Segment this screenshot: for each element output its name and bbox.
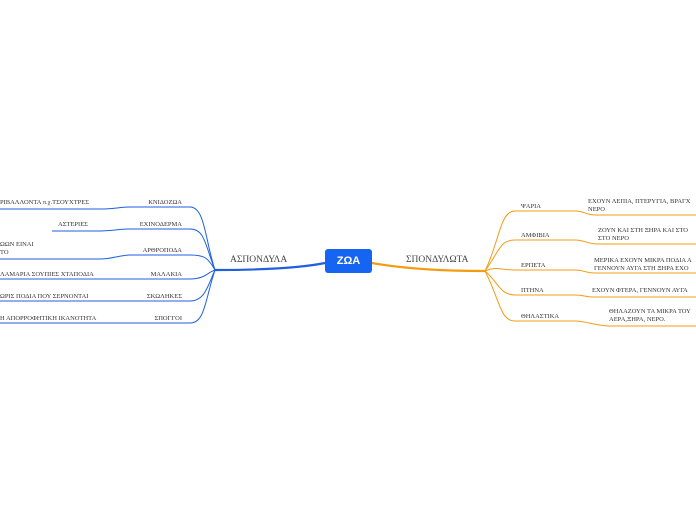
root-node[interactable]: ΖΩΑ <box>325 249 372 273</box>
connector-amfibia <box>484 239 516 272</box>
desc-thilastika-line1[interactable]: ΘΗΛΑΖΟΥΝ ΤΑ ΜΙΚΡΑ ΤΟΥ <box>609 308 691 315</box>
desc-arthropoda-line2[interactable]: ΤΟ <box>0 249 9 256</box>
connector-psaria <box>484 210 516 272</box>
desc-ptina[interactable]: ΕΧΟΥΝ ΦΤΕΡΑ, ΓΕΝΝΟΥΝ ΑΥΓΑ <box>592 287 688 294</box>
desc-amfibia-line1[interactable]: ΖΟΥΝ ΚΑΙ ΣΤΗ ΞΗΡΑ ΚΑΙ ΣΤΟ <box>598 227 688 234</box>
connector-arthropoda <box>189 254 216 271</box>
connector-root-spondylota <box>371 261 486 273</box>
branch-aspondyla[interactable]: ΑΣΠΟΝΔΥΛΑ <box>230 255 288 265</box>
desc-echinoderma[interactable]: ΑΣΤΕΡΙΕΣ <box>58 221 88 228</box>
connector-knidozoa <box>189 206 216 271</box>
node-ptina[interactable]: ΠΤΗΝΑ <box>521 287 544 294</box>
desc-spongoi[interactable]: Η ΑΠΟΡΡΟΦΗΤΙΚΗ ΙΚΑΝΟΤΗΤΑ <box>0 315 97 322</box>
node-echinoderma[interactable]: ΕΧΙΝΟΔΕΡΜΑ <box>139 221 182 228</box>
connector-echinoderma <box>189 228 216 271</box>
desc-erpeta-line2[interactable]: ΓΕΝΝΟΥΝ ΑΥΓΑ ΣΤΗ ΞΗΡΑ ΕΧΟ <box>594 265 689 272</box>
desc-psaria-line1[interactable]: ΕΧΟΥΝ ΛΕΠΙΑ, ΠΤΕΡΥΓΙΑ, ΒΡΑΓΧ <box>588 198 691 205</box>
desc-skolikes[interactable]: ΩΡΙΣ ΠΟΔΙΑ ΠΟΥ ΣΕΡΝΟΝΤΑΙ <box>0 293 89 300</box>
node-skolikes[interactable]: ΣΚΩΛΗΚΕΣ <box>146 293 182 300</box>
node-arthropoda[interactable]: ΑΡΘΡΟΠΟΔΑ <box>142 247 182 254</box>
right-descriptions-clip: ΕΧΟΥΝ ΛΕΠΙΑ, ΠΤΕΡΥΓΙΑ, ΒΡΑΓΧ ΝΕΡΟ ΖΟΥΝ Κ… <box>580 0 696 520</box>
node-spongoi[interactable]: ΣΠΟΓΓΟΙ <box>154 315 182 322</box>
node-psaria[interactable]: ΨΑΡΙΑ <box>521 203 541 210</box>
node-malakia[interactable]: ΜΑΛΑΚΙΑ <box>150 271 182 278</box>
connector-root-aspondyla <box>214 261 326 272</box>
connector-skolikes <box>189 269 216 302</box>
desc-amfibia-line2[interactable]: ΣΤΟ ΝΕΡΟ <box>598 235 629 242</box>
branch-spondylota[interactable]: ΣΠΟΝΔΥΛΩΤΑ <box>406 255 469 265</box>
node-erpeta[interactable]: ΕΡΠΕΤΑ <box>521 262 546 269</box>
connector-spongoi <box>189 269 216 324</box>
node-knidozoa[interactable]: ΚΝΙΔΟΖΩΑ <box>148 199 182 206</box>
desc-erpeta-line1[interactable]: ΜΕΡΙΚΑ ΕΧΟΥΝ ΜΙΚΡΑ ΠΟΔΙΑ Α <box>594 257 692 264</box>
node-thilastika[interactable]: ΘΗΛΑΣΤΙΚΑ <box>521 313 560 320</box>
desc-psaria-line2[interactable]: ΝΕΡΟ <box>588 206 605 213</box>
connector-malakia <box>189 269 216 280</box>
desc-arthropoda-line1[interactable]: ΩΩΝ ΕΙΝΑΙ <box>0 241 34 248</box>
desc-thilastika-line2[interactable]: ΑΕΡΑ,ΞΗΡΑ, ΝΕΡΟ. <box>609 316 666 323</box>
connector-erpeta <box>484 267 516 272</box>
desc-malakia[interactable]: ΛΑΜΑΡΙΑ ΣΟΥΠΙΕΣ ΧΤΑΠΟΔΙΑ <box>0 271 94 278</box>
connector-thilastika <box>484 270 516 322</box>
desc-knidozoa[interactable]: ΡΙΒΑΛΛΟΝΤΑ π.χ.ΤΣΟΥΧΤΡΕΣ <box>0 199 90 206</box>
connector-ptina <box>484 270 516 296</box>
node-amfibia[interactable]: ΑΜΦΙΒΙΑ <box>521 232 550 239</box>
